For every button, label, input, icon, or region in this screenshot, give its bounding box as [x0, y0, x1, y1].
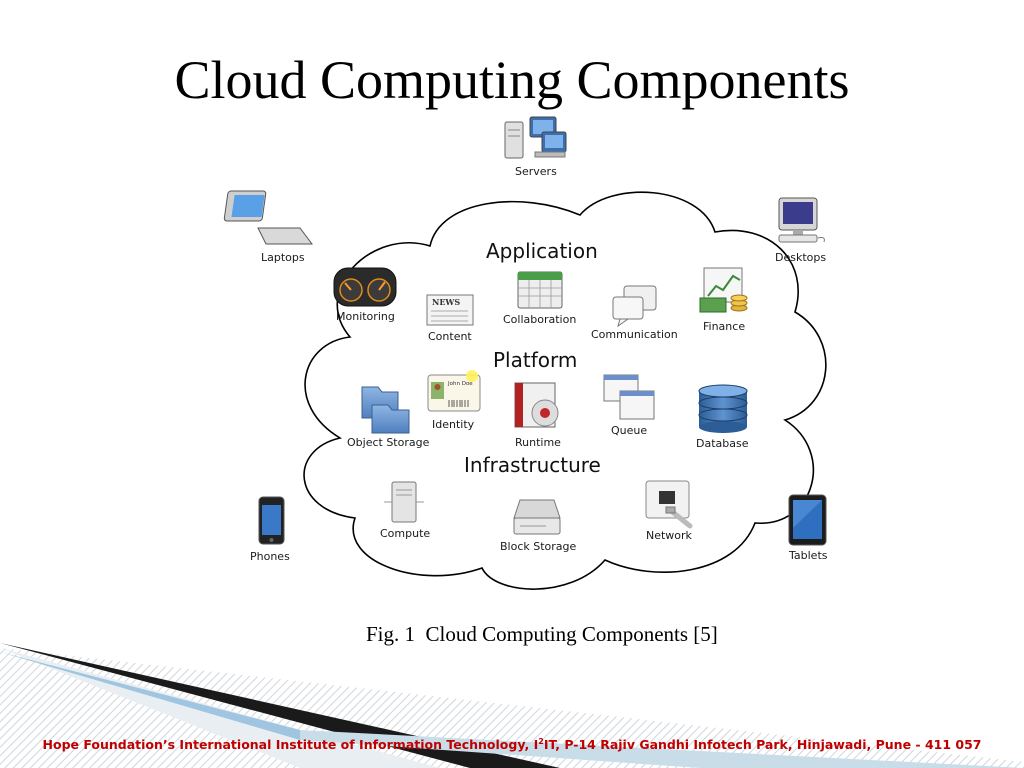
monitoring-label: Monitoring — [336, 310, 395, 323]
phones-label: Phones — [250, 550, 290, 563]
tablets-label: Tablets — [788, 549, 828, 562]
infrastructure-heading: Infrastructure — [464, 453, 601, 477]
identity-label: Identity — [432, 418, 475, 431]
content-label: Content — [428, 330, 472, 343]
communication-label: Communication — [591, 328, 678, 341]
content-icon-text: NEWS — [432, 297, 460, 307]
finance-icon — [699, 267, 748, 313]
object-storage-label: Object Storage — [347, 436, 430, 449]
tablet-icon — [788, 494, 827, 546]
decorative-stripes — [0, 643, 1024, 768]
queue-label: Queue — [611, 424, 647, 437]
database-icon — [698, 384, 748, 433]
footer-suffix: IT, P-14 Rajiv Gandhi Infotech Park, Hin… — [543, 737, 982, 753]
identity-icon: John Doe — [427, 370, 481, 412]
institution-footer: Hope Foundation’s International Institut… — [0, 737, 1024, 752]
compute-label: Compute — [380, 527, 430, 540]
slide-title: Cloud Computing Components — [174, 50, 850, 110]
compute-icon — [384, 481, 424, 523]
block-storage-icon — [513, 499, 561, 535]
figure-caption: Fig. 1 Cloud Computing Components [5] — [366, 622, 718, 646]
collaboration-icon — [517, 271, 563, 309]
object-storage-icon — [361, 386, 410, 434]
runtime-label: Runtime — [515, 436, 561, 449]
database-label: Database — [696, 437, 749, 450]
runtime-icon — [514, 382, 559, 428]
servers-icon — [504, 116, 567, 159]
network-icon — [645, 480, 693, 529]
desktops-label: Desktops — [775, 251, 826, 264]
identity-card-name: John Doe — [447, 381, 473, 387]
monitoring-icon — [333, 267, 397, 307]
footer-superscript: 2 — [538, 737, 544, 746]
platform-heading: Platform — [493, 348, 577, 372]
network-label: Network — [646, 529, 693, 542]
laptops-label: Laptops — [261, 251, 305, 264]
phone-icon — [258, 496, 285, 545]
laptop-icon — [223, 190, 313, 245]
content-icon: NEWS — [426, 294, 474, 326]
collaboration-label: Collaboration — [503, 313, 576, 326]
footer-prefix: Hope Foundation’s International Institut… — [42, 737, 539, 753]
desktop-icon — [778, 197, 825, 243]
cloud-outline — [303, 191, 827, 590]
servers-label: Servers — [515, 165, 557, 178]
application-heading: Application — [486, 239, 598, 263]
finance-label: Finance — [703, 320, 745, 333]
block-storage-label: Block Storage — [500, 540, 577, 553]
queue-icon — [603, 374, 655, 420]
communication-icon — [612, 285, 657, 328]
